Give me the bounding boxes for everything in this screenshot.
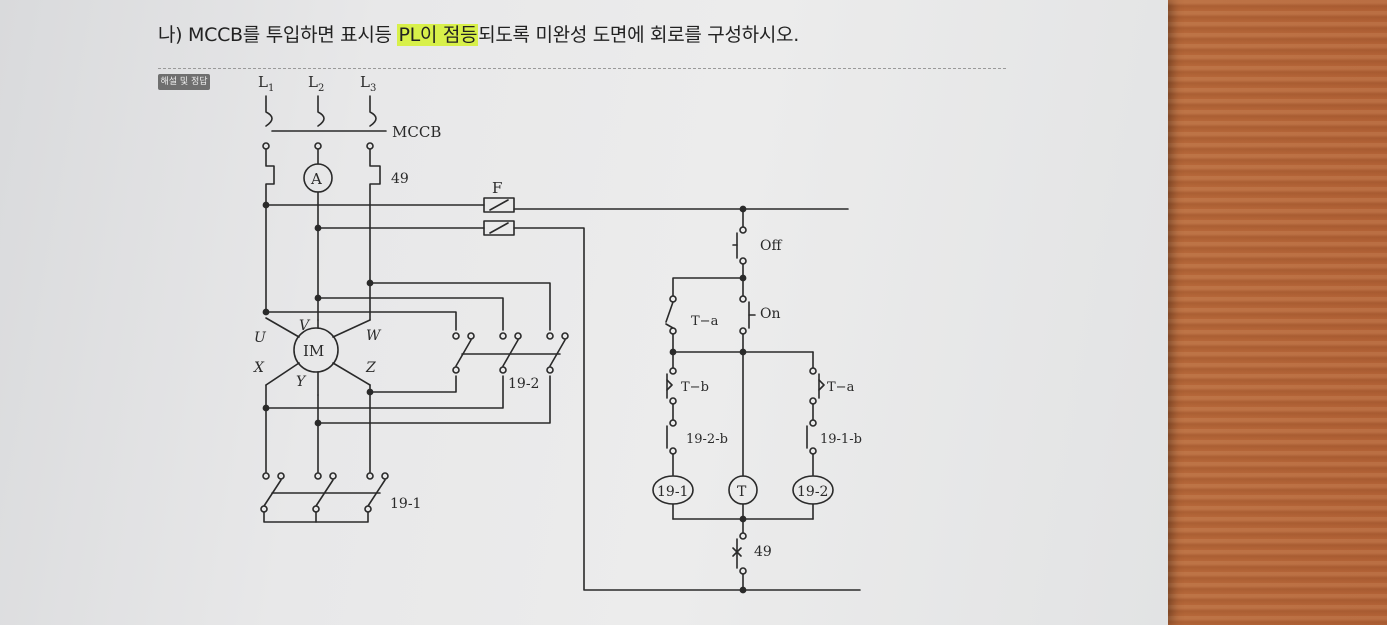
timer-b-label: T−b: [681, 380, 709, 395]
on-button-label: On: [760, 306, 781, 322]
interlock-19-1-b-contact: [806, 419, 817, 455]
contactor-19-1-symbol: [260, 472, 389, 523]
contactor-19-2-label: 19-2: [508, 376, 539, 392]
question-prefix: 나) MCCB를 투입하면 표시등: [158, 24, 398, 46]
thermal-contact-label: 49: [754, 544, 772, 560]
contactor-19-1-label: 19-1: [390, 496, 421, 512]
timer-a-hold-label: T−a: [691, 314, 719, 329]
terminal-v: V: [299, 318, 311, 334]
timer-a-label: T−a: [827, 380, 855, 395]
fuse-label: F: [492, 179, 502, 197]
on-pushbutton: [739, 295, 756, 335]
terminal-x: X: [253, 360, 265, 376]
terminal-u: U: [254, 330, 267, 346]
off-pushbutton: [732, 226, 747, 265]
timer-a-contact: [809, 367, 825, 405]
control-bus-return: [513, 227, 861, 591]
contactor-19-2-symbol: [452, 332, 569, 374]
thermal-relay-contact: [732, 532, 747, 575]
timer-a-hold-contact: [665, 295, 677, 335]
motor-label: IM: [303, 342, 324, 360]
off-button-label: Off: [760, 238, 782, 254]
question-text: 나) MCCB를 투입하면 표시등 PL이 점등되도록 미완성 도면에 회로를 …: [158, 20, 799, 47]
answer-badge: 해설 및 정답: [158, 74, 210, 90]
interlock-19-2-b-label: 19-2-b: [686, 432, 728, 447]
interlock-19-2-b-contact: [666, 419, 677, 455]
question-highlight: PL이 점등: [397, 24, 479, 46]
induction-motor-symbol: [293, 327, 339, 373]
thermal-heater-l3: [369, 148, 381, 281]
phase-label-l3: L3: [360, 73, 376, 94]
coil-19-1-label: 19-1: [657, 484, 688, 500]
mccb-label: MCCB: [392, 123, 441, 141]
coil-timer-label: T: [737, 484, 747, 500]
terminal-w: W: [366, 328, 382, 344]
ammeter-label: A: [310, 170, 322, 188]
dashed-divider: [158, 68, 1006, 69]
thermal-heater-l1: [265, 148, 275, 206]
interlock-19-1-b-label: 19-1-b: [820, 432, 862, 447]
phase-label-l1: L1: [258, 73, 274, 94]
terminal-z: Z: [365, 360, 376, 376]
fuse-upper: [483, 197, 515, 213]
coil-19-2-label: 19-2: [797, 484, 828, 500]
thermal-relay-label: 49: [391, 171, 409, 187]
timer-b-contact: [666, 367, 677, 405]
phase-label-l2: L2: [308, 73, 324, 94]
terminal-y: Y: [296, 374, 307, 390]
mccb-breaker-symbol: [262, 95, 387, 150]
question-suffix: 되도록 미완성 도면에 회로를 구성하시오.: [478, 24, 799, 46]
